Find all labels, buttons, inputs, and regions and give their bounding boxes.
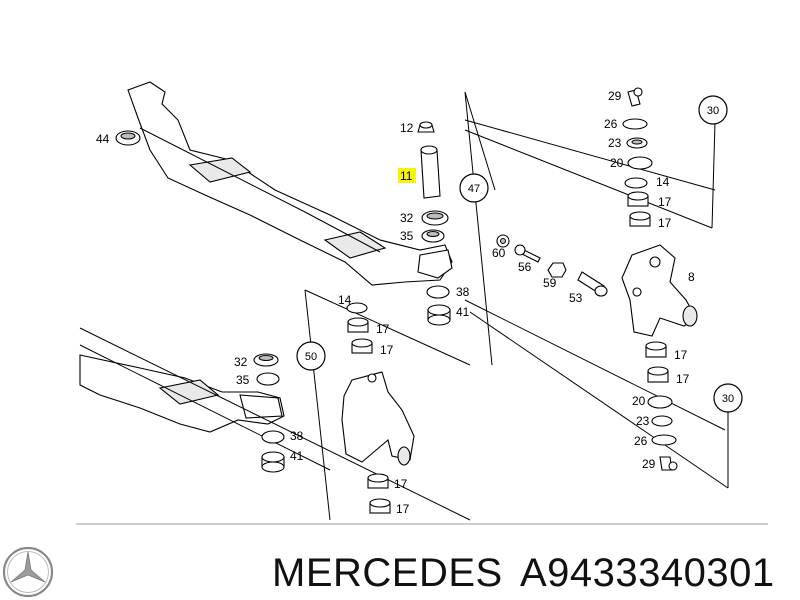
callout-12: 12 [400, 121, 414, 135]
callout-14-left: 14 [338, 293, 352, 307]
seal-38-bot [261, 430, 285, 444]
circled-ref-50: 50 [296, 341, 326, 371]
callout-35-bot: 35 [236, 373, 250, 387]
washer-14-top [624, 177, 648, 189]
bolt-12 [417, 121, 435, 133]
callout-17-top-a: 17 [658, 195, 672, 209]
callout-17-top-b: 17 [658, 216, 672, 230]
callout-20-top: 20 [610, 156, 624, 170]
callout-32-bot: 32 [234, 355, 248, 369]
bolt-53 [577, 271, 608, 297]
steering-knuckle-left [341, 371, 415, 466]
seal-20-top [627, 156, 653, 170]
nut-60 [496, 234, 510, 248]
callout-17-left-a: 17 [376, 322, 390, 336]
bracket-lines [79, 91, 729, 521]
callout-11: 11 [400, 169, 413, 183]
cap-41-bot [261, 451, 285, 473]
seal-38-top [426, 285, 450, 299]
bearing-17-left-a [347, 317, 369, 333]
bearing-17-low-b [369, 498, 391, 514]
callout-56: 56 [518, 260, 532, 274]
bolt-56 [514, 244, 541, 263]
axle-beam-upper [127, 81, 453, 286]
callout-38-top: 38 [456, 285, 470, 299]
brand-name: MERCEDES [272, 551, 503, 595]
callout-41-bot: 41 [290, 449, 304, 463]
cap-23-top [626, 137, 648, 149]
callout-60: 60 [492, 246, 506, 260]
cap-23-bot [651, 415, 673, 427]
bearing-17-left-b [351, 338, 373, 354]
callout-29-bot: 29 [642, 457, 656, 471]
cap-41-top [427, 304, 451, 326]
callout-29-top: 29 [608, 89, 622, 103]
seal-32-bot [253, 353, 279, 367]
callout-17-low-a: 17 [394, 477, 408, 491]
callout-17-left-b: 17 [380, 343, 394, 357]
callout-59: 59 [543, 276, 557, 290]
circled-ref-30-top: 30 [698, 95, 728, 125]
king-pin-11 [398, 145, 441, 199]
circled-ref-47: 47 [459, 173, 489, 203]
bearing-35-top [421, 229, 445, 243]
callout-8: 8 [688, 270, 695, 284]
seal-32-top [421, 210, 449, 226]
bearing-17-mid-b [647, 366, 669, 383]
bearing-35-bot [256, 372, 280, 386]
seal-20-bot [647, 395, 673, 409]
callout-23-bot: 23 [636, 414, 650, 428]
callout-17-mid-b: 17 [676, 372, 690, 386]
bearing-17-mid-a [645, 341, 667, 358]
callout-53: 53 [569, 291, 583, 305]
callout-labels: 44 12 11 32 35 38 41 60 56 59 53 8 29 26… [96, 89, 695, 516]
circlip-26-top [622, 118, 648, 130]
bearing-17-top-a [627, 191, 649, 207]
callout-26-bot: 26 [634, 434, 648, 448]
circled-ref-30-top-text: 30 [707, 105, 719, 117]
callout-17-low-b: 17 [396, 502, 410, 516]
axle-beam-lower [79, 354, 285, 433]
callout-17-mid-a: 17 [674, 348, 688, 362]
bearing-17-top-b [629, 211, 651, 227]
callout-26-top: 26 [604, 117, 618, 131]
grease-fitting-29-bot [659, 456, 678, 471]
grease-fitting-29-top [627, 87, 643, 107]
bearing-17-low-a [367, 473, 389, 489]
highlight-11 [398, 168, 416, 183]
callout-20-bot: 20 [632, 394, 646, 408]
part-number: A9433340301 [520, 551, 775, 595]
washer-14-left [346, 302, 368, 314]
circled-ref-30-bot: 30 [713, 383, 743, 413]
callout-14-top: 14 [656, 175, 670, 189]
callout-44: 44 [96, 132, 110, 146]
circled-ref-30-bot-text: 30 [722, 393, 734, 405]
callout-35-top: 35 [400, 229, 414, 243]
circled-ref-47-text: 47 [468, 183, 480, 195]
callout-41-top: 41 [456, 305, 470, 319]
callout-23-top: 23 [608, 136, 622, 150]
steering-knuckle-8 [621, 244, 698, 337]
nut-59 [547, 262, 567, 278]
washer-44 [115, 130, 141, 146]
callout-32-top: 32 [400, 211, 414, 225]
circlip-26-bot [651, 434, 677, 446]
mercedes-star-icon [2, 546, 54, 598]
callout-38-bot: 38 [290, 429, 304, 443]
circled-ref-50-text: 50 [305, 351, 317, 363]
